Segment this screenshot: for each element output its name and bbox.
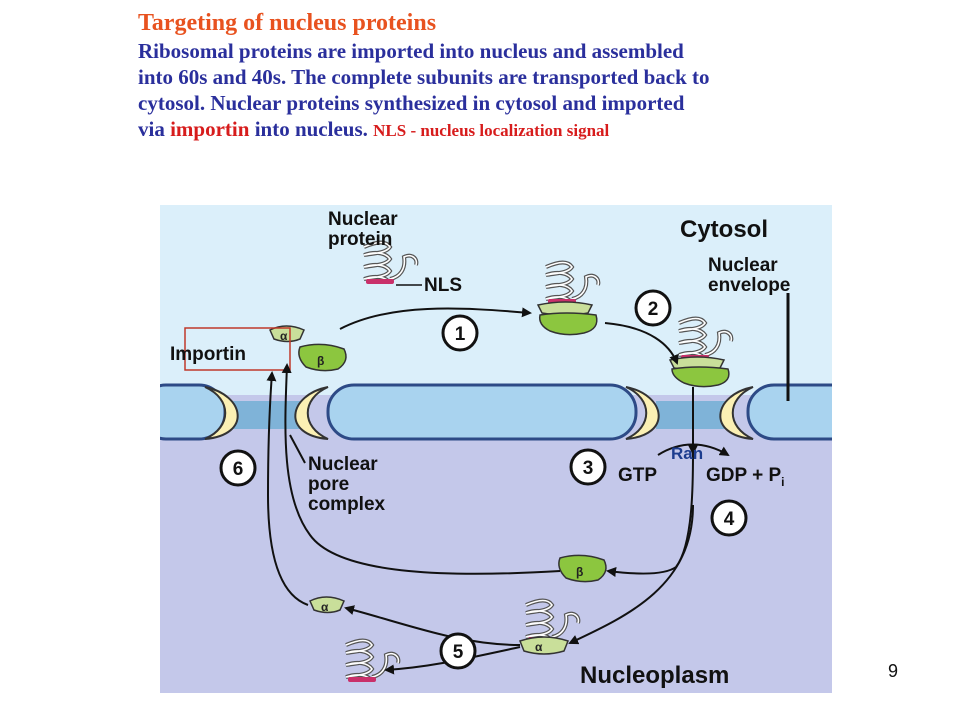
gdp-main: GDP + P	[706, 465, 781, 486]
importin-label: Importin	[170, 344, 246, 365]
step-1-number: 1	[455, 324, 466, 345]
ran-label: Ran	[671, 444, 703, 463]
nuclear-protein-label-line2: protein	[328, 229, 392, 250]
alpha-symbol-free: α	[321, 600, 329, 614]
step-3-marker: 3	[569, 448, 607, 486]
importin-cargo-complex-cytosol	[536, 260, 601, 336]
step-6-number: 6	[233, 459, 244, 480]
body-line-2: into 60s and 40s. The complete subunits …	[138, 65, 710, 89]
beta-symbol-nucleus: β	[576, 565, 583, 579]
nuclear-pore-complex-right	[625, 386, 754, 440]
pathway-arrows	[266, 307, 698, 675]
alpha-symbol-top: α	[280, 329, 288, 343]
cytosol-label: Cytosol	[680, 216, 768, 243]
page-number: 9	[888, 661, 899, 681]
importin-dimer: α β	[269, 325, 347, 372]
nuclear-envelope-label-line2: envelope	[708, 275, 790, 296]
body-line-1: Ribosomal proteins are imported into nuc…	[138, 39, 684, 63]
importin-highlight-box	[184, 327, 291, 371]
nuclear-envelope-label-line1: Nuclear	[708, 255, 778, 276]
step-4-marker: 4	[710, 499, 748, 537]
gdp-label: GDP + Pi	[706, 465, 785, 489]
step-1-marker: 1	[441, 314, 479, 352]
npc-label-line3: complex	[308, 494, 386, 515]
step-5-marker: 5	[439, 632, 477, 670]
step-6-marker: 6	[219, 449, 257, 487]
importin-beta-nucleus: β	[558, 554, 607, 583]
alpha-symbol-complex: α	[535, 640, 543, 654]
importin-alpha-nucleus: α	[309, 596, 345, 614]
gdp-subscript: i	[781, 475, 784, 489]
step-2-marker: 2	[634, 289, 672, 327]
nls-definition: NLS - nucleus localization signal	[373, 121, 610, 140]
step-5-number: 5	[453, 642, 464, 663]
nuclear-import-diagram: α β β α α	[160, 205, 832, 693]
step-3-number: 3	[583, 458, 594, 479]
slide-title: Targeting of nucleus proteins	[138, 10, 437, 36]
nuclear-pore-complex-left	[204, 386, 329, 440]
gtp-label: GTP	[618, 465, 657, 486]
nuclear-envelope	[160, 383, 832, 441]
slide-text: Targeting of nucleus proteins Ribosomal …	[138, 8, 878, 144]
nucleoplasm-label: Nucleoplasm	[580, 662, 729, 689]
nls-label: NLS	[424, 275, 462, 296]
beta-symbol-top: β	[317, 354, 324, 368]
body-line-4-prefix: via	[138, 117, 171, 141]
alpha-cargo-complex-nucleus: α	[519, 598, 581, 655]
importin-highlight: importin	[170, 117, 250, 141]
npc-label-line1: Nuclear	[308, 454, 378, 475]
body-line-3: cytosol. Nuclear proteins synthesized in…	[138, 91, 685, 115]
slide-body: Ribosomal proteins are imported into nuc…	[138, 38, 878, 144]
step-2-number: 2	[648, 299, 659, 320]
npc-label-line2: pore	[308, 474, 349, 495]
nuclear-protein-label-line1: Nuclear	[328, 209, 398, 230]
body-line-4-mid: into nucleus.	[249, 117, 374, 141]
importin-cargo-complex-pore	[668, 316, 734, 388]
step-4-number: 4	[724, 509, 735, 530]
